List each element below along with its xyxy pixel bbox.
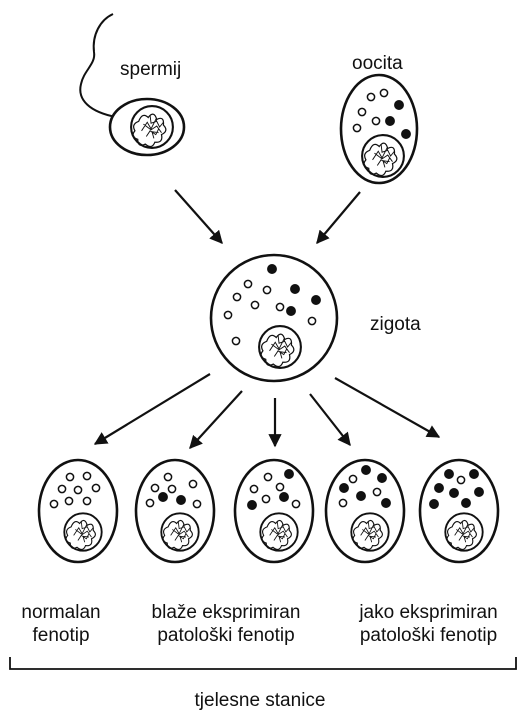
daughter-severe-2-nucleus [445,513,482,550]
label-sperm: spermij [120,58,181,81]
label-somatic-cells: tjelesne stanice [150,689,370,712]
oocyte-cell [341,75,417,183]
label-oocyte: oocita [352,52,403,75]
daughter-cell-mild-2 [235,460,313,562]
zygote-cell [211,255,337,381]
sperm-cell [80,14,184,155]
sperm-nucleus [131,106,173,148]
arrow-to-mild-1 [190,391,242,448]
arrow-oocyte-to-zygote [317,192,360,243]
label-normal-line2: fenotip [6,624,116,647]
label-mild-line2: patološki fenotip [128,624,324,647]
label-mild-line1: blaže eksprimiran [128,601,324,624]
somatic-cells-bracket [10,657,516,669]
daughter-severe-1-nucleus [351,513,388,550]
daughter-cell-normal [39,460,117,562]
zygote-nucleus [259,326,301,368]
daughter-mild-1-nucleus [161,513,198,550]
arrow-to-severe-2 [335,378,439,437]
daughter-mild-2-nucleus [260,513,297,550]
arrow-sperm-to-zygote [175,190,222,243]
label-mild-phenotype: blaže eksprimiran patološki fenotip [128,601,324,647]
label-normal-line1: normalan [6,601,116,624]
oocyte-nucleus [362,135,404,177]
label-zygote: zigota [370,313,421,336]
label-severe-line2: patološki fenotip [340,624,517,647]
arrow-to-severe-1 [310,394,350,445]
label-severe-phenotype: jako eksprimiran patološki fenotip [340,601,517,647]
label-severe-line1: jako eksprimiran [340,601,517,624]
label-normal-phenotype: normalan fenotip [6,601,116,647]
sperm-tail [80,14,116,117]
daughter-cell-mild-1 [136,460,214,562]
daughter-cell-severe-2 [420,460,498,562]
arrow-to-normal [95,374,210,444]
daughter-cell-severe-1 [326,460,404,562]
daughter-normal-nucleus [64,513,101,550]
